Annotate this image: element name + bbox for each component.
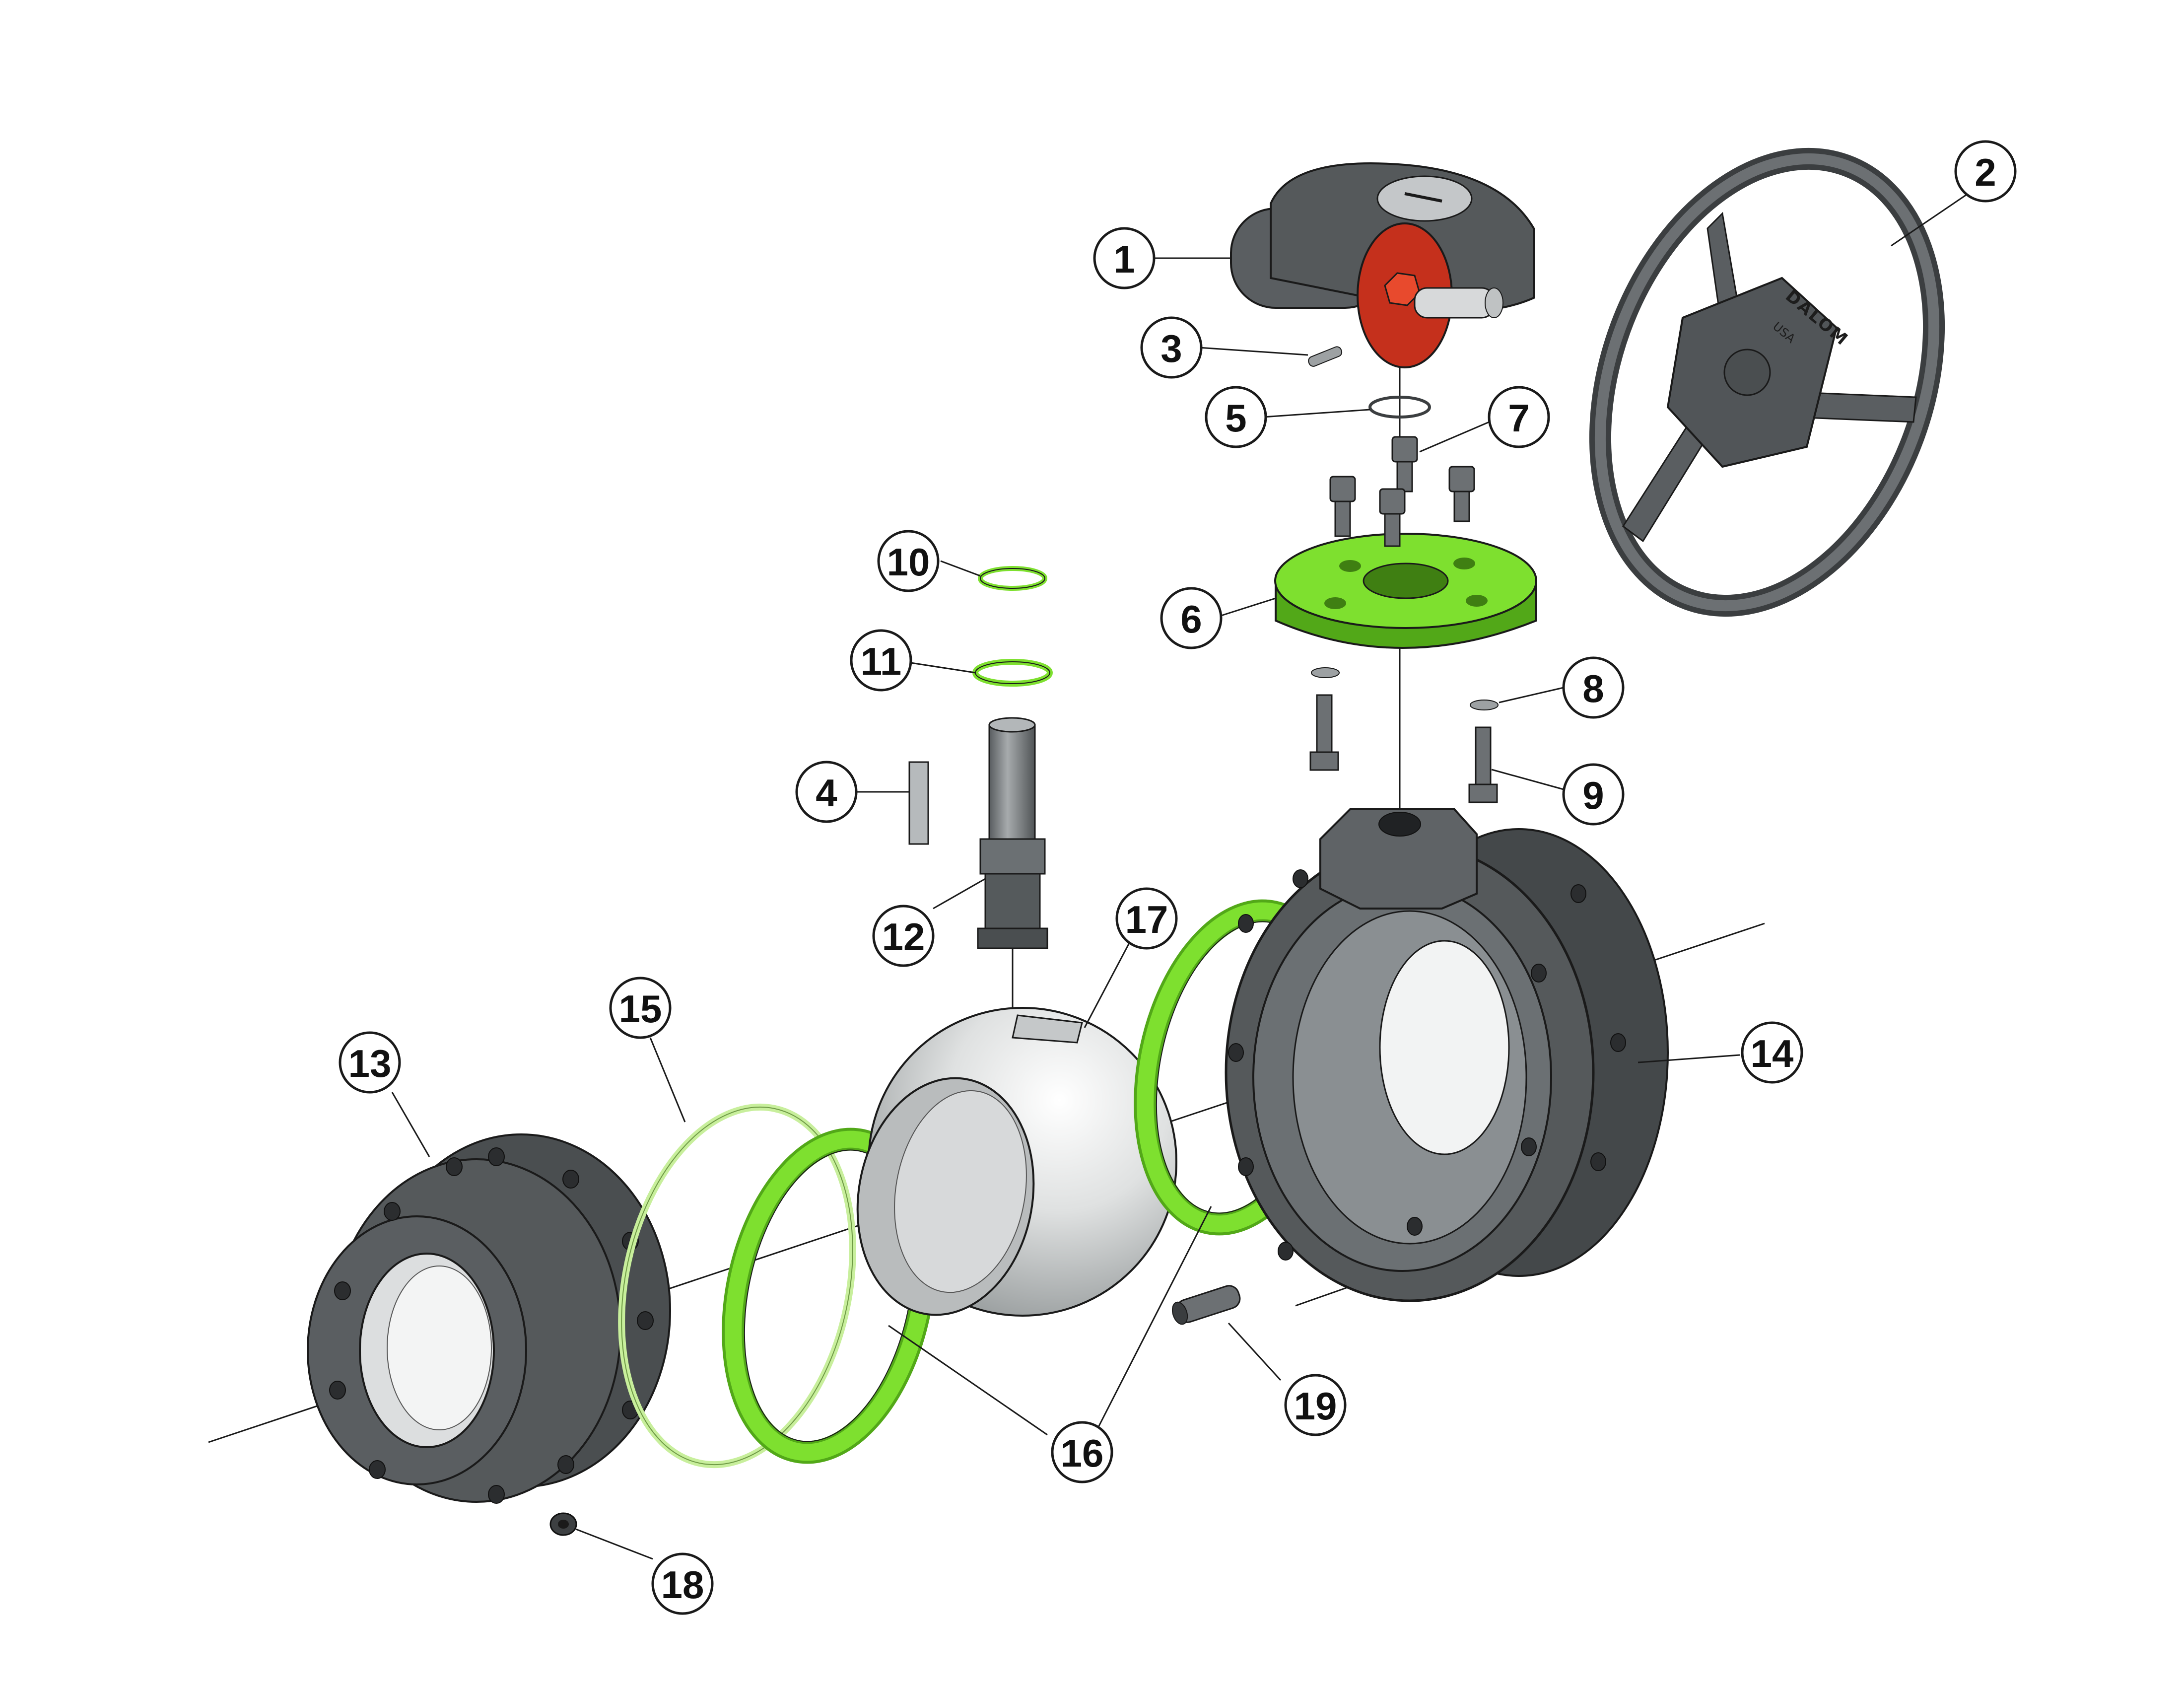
callout-10-label: 10 [887, 540, 930, 584]
callout-17-circle [1115, 887, 1178, 950]
callout-12-circle [872, 905, 935, 967]
callout-9-circle [1562, 763, 1625, 826]
leader-6 [1221, 597, 1276, 617]
leader-7 [1419, 421, 1490, 453]
leader-19 [1228, 1322, 1282, 1381]
callout-15-label: 15 [619, 987, 662, 1031]
leader-12 [933, 878, 986, 910]
callout-13-circle [339, 1031, 401, 1094]
callout-18-label: 18 [661, 1563, 704, 1607]
leader-15 [649, 1037, 686, 1123]
leader-9 [1491, 769, 1564, 790]
leader-8 [1499, 687, 1564, 703]
stem-part-12 [977, 717, 1048, 949]
callout-8-label: 8 [1582, 667, 1604, 710]
callout-balloons [339, 140, 2017, 1615]
leader-3 [1198, 347, 1308, 356]
callout-2-circle [1954, 140, 2017, 203]
valve-body-part-14 [1225, 808, 1669, 1302]
callout-5-circle [1205, 386, 1267, 448]
bolts-part-9 [1309, 694, 1498, 803]
cap-screws-part-7 [1329, 436, 1475, 547]
callout-14-label: 14 [1751, 1032, 1794, 1075]
pin-part-19 [1171, 1285, 1241, 1325]
set-screw-part-18 [549, 1512, 577, 1536]
callout-labels: 1 2 3 4 5 6 7 8 9 10 11 12 13 14 15 16 1… [348, 150, 1996, 1607]
leader-16a [888, 1325, 1048, 1436]
gear-operator-part-1 [1230, 162, 1535, 368]
callout-10-circle [877, 530, 940, 592]
washers-part-8 [1311, 667, 1499, 710]
mounting-bracket-part-6 [1274, 533, 1537, 649]
callout-8-circle [1562, 656, 1625, 719]
callout-5-label: 5 [1225, 396, 1246, 440]
ball-part-17 [856, 1007, 1177, 1317]
handwheel-part-2: DALOM USA [1589, 147, 1945, 617]
callout-2-label: 2 [1975, 150, 1996, 194]
callout-18-circle [651, 1552, 714, 1615]
leader-14 [1638, 1054, 1740, 1063]
leader-13 [391, 1092, 430, 1157]
dowel-pin-part-3 [1308, 346, 1343, 367]
callout-7-circle [1488, 386, 1550, 448]
leader-17 [1084, 938, 1133, 1028]
callout-16-circle [1051, 1421, 1113, 1483]
callout-7-label: 7 [1508, 396, 1529, 440]
callout-15-circle [609, 977, 672, 1039]
leader-11 [910, 662, 976, 674]
callout-1-label: 1 [1113, 237, 1135, 281]
callout-12-label: 12 [882, 915, 925, 959]
callout-9-label: 9 [1582, 774, 1604, 817]
callout-6-label: 6 [1180, 597, 1202, 641]
callout-16-label: 16 [1061, 1431, 1104, 1475]
callout-13-label: 13 [348, 1042, 392, 1085]
callout-19-label: 19 [1294, 1384, 1337, 1428]
leader-lines [391, 193, 1969, 1560]
leader-18 [575, 1528, 653, 1560]
callout-11-label: 11 [861, 639, 901, 683]
callout-11-circle [850, 629, 912, 692]
callout-3-circle [1140, 316, 1203, 379]
callout-3-label: 3 [1160, 327, 1182, 370]
callout-4-circle [795, 761, 858, 823]
callout-19-circle [1284, 1374, 1347, 1436]
callout-6-circle [1160, 587, 1223, 649]
leader-10 [940, 560, 981, 577]
oring-part-5 [1368, 396, 1431, 419]
callout-14-circle [1741, 1021, 1803, 1084]
callout-1-circle [1093, 227, 1156, 289]
callout-4-label: 4 [816, 771, 837, 815]
end-connector-left [307, 1133, 671, 1536]
key-part-4 [908, 761, 929, 845]
leader-5 [1263, 409, 1370, 418]
seat-left-part-16 [722, 1127, 936, 1464]
leader-2 [1891, 193, 1969, 247]
callout-17-label: 17 [1125, 898, 1168, 941]
leader-16b [1096, 1206, 1212, 1430]
